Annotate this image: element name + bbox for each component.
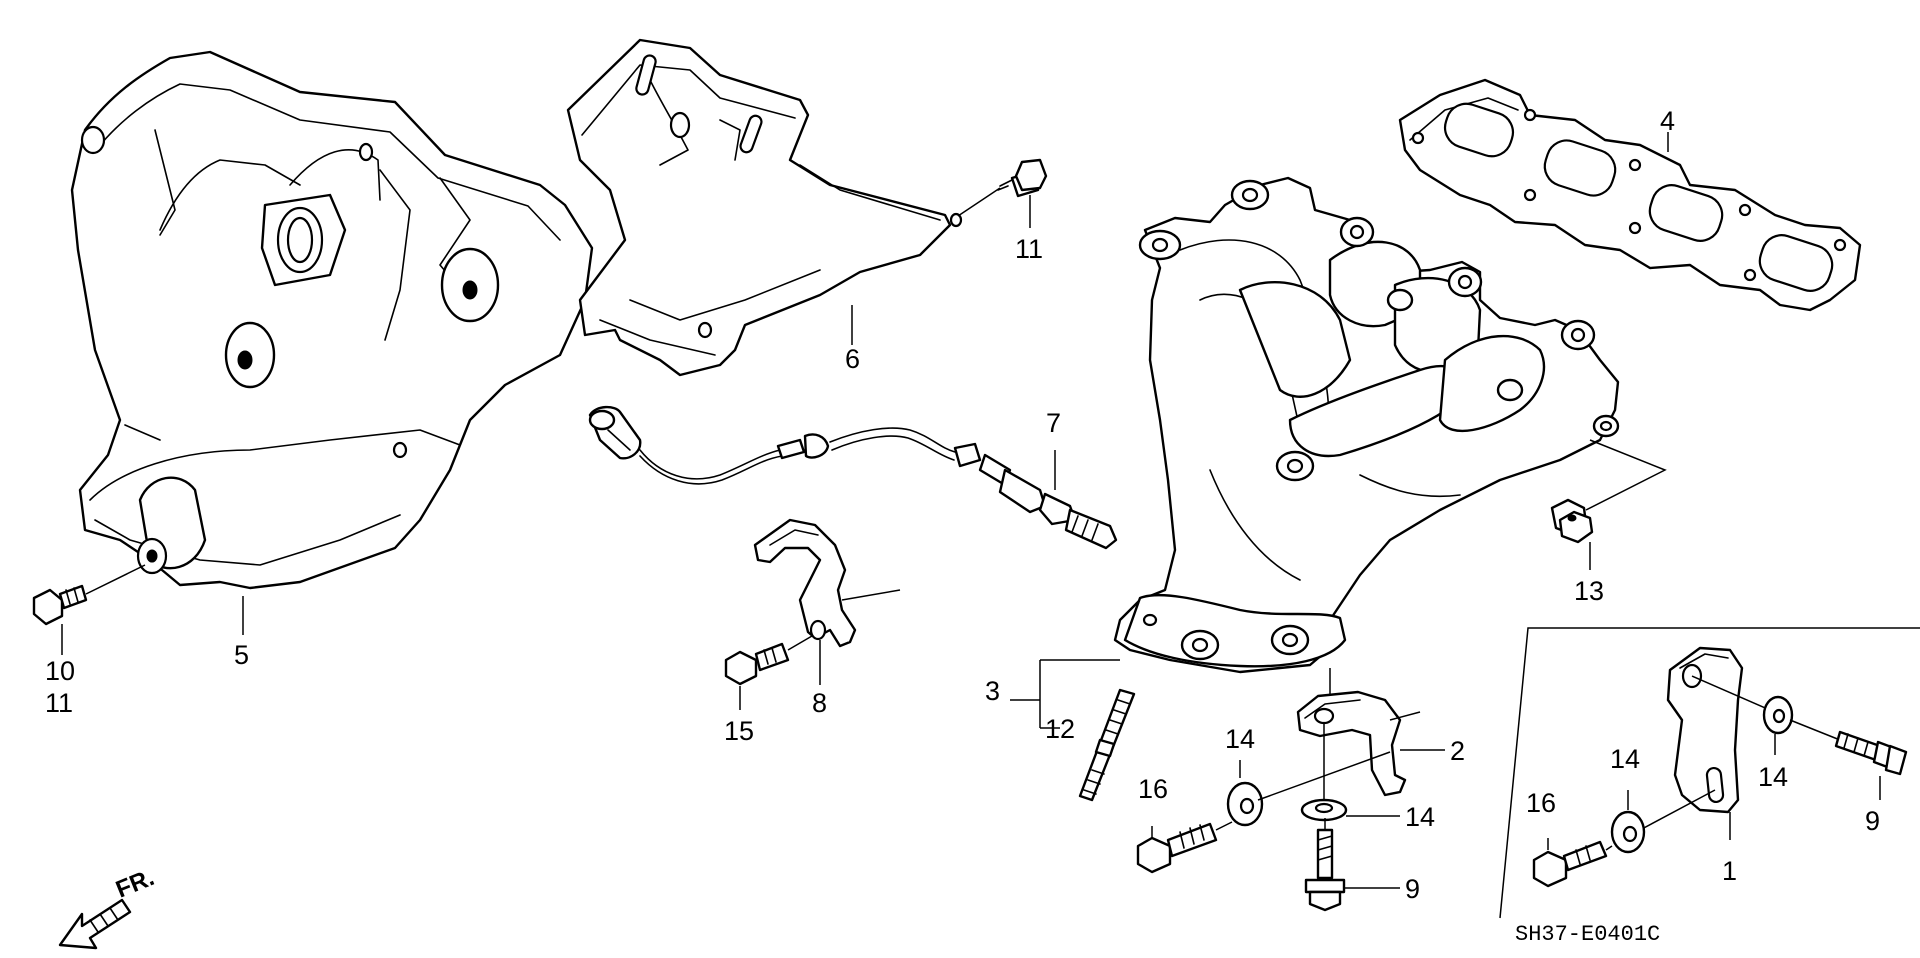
- callout-5: 5: [234, 640, 249, 670]
- washer-14-left: [1226, 751, 1391, 827]
- callout-7: 7: [1046, 408, 1061, 438]
- inset-variant-box: [1499, 627, 1920, 919]
- part-8-sensor-bracket: [753, 518, 901, 648]
- callout-1: 1: [1722, 856, 1737, 886]
- callout-11-upper: 11: [1015, 234, 1043, 264]
- part-5-heat-shield-lower: [70, 50, 594, 590]
- part-1-bracket: [1639, 646, 1771, 840]
- part-4-gasket: [1398, 78, 1862, 312]
- washer-14-inset-left: [1610, 790, 1646, 854]
- part-12-stud: [1078, 688, 1136, 802]
- callout-14-inset-left: 14: [1610, 744, 1640, 774]
- callout-15: 15: [724, 716, 754, 746]
- callout-10: 10: [45, 656, 75, 686]
- callout-16-lower: 16: [1138, 774, 1168, 804]
- bolt-11-upper: [957, 158, 1048, 217]
- part-2-bracket: [1296, 690, 1445, 800]
- callout-13: 13: [1574, 576, 1604, 606]
- part-3-bracket-lines: [1010, 659, 1120, 729]
- direction-label: FR.: [112, 864, 158, 904]
- callout-14-bottom: 14: [1405, 802, 1435, 832]
- part-3-exhaust-manifold: [1113, 176, 1620, 700]
- callout-12: 12: [1045, 714, 1075, 744]
- callout-9-lower: 9: [1405, 874, 1420, 904]
- callout-leaders: [61, 195, 1591, 838]
- bolt-9-inset: [1834, 730, 1908, 800]
- bolt-9-lower: [1304, 818, 1400, 912]
- callout-11-lower: 11: [45, 688, 73, 718]
- bolt-16-lower: [1136, 821, 1233, 874]
- front-direction-arrow: FR.: [58, 864, 158, 950]
- callout-9-inset: 9: [1865, 806, 1880, 836]
- callout-3: 3: [985, 676, 1000, 706]
- bolt-15: [724, 635, 813, 686]
- washer-14-inset-right: [1762, 695, 1841, 755]
- callout-14-left: 14: [1225, 724, 1255, 754]
- callout-4: 4: [1660, 106, 1675, 136]
- callout-14-inset-right: 14: [1758, 762, 1788, 792]
- part-13-nut: [1550, 439, 1667, 544]
- bolt-10-11-lower: [32, 564, 146, 626]
- bolt-16-inset: [1532, 838, 1613, 888]
- callout-2: 2: [1450, 736, 1465, 766]
- callout-16-inset: 16: [1526, 788, 1556, 818]
- callout-labels: 1 2 3 4 5 6 7 8 9 9 10 11 11 12 13 14 14…: [45, 106, 1880, 947]
- part-7-oxygen-sensor: [588, 405, 1118, 550]
- diagram-code: SH37-E0401C: [1515, 922, 1660, 947]
- part-6-heat-shield-upper: [566, 38, 963, 377]
- callout-8: 8: [812, 688, 827, 718]
- washer-14-bottom: [1300, 798, 1400, 822]
- callout-6: 6: [845, 344, 860, 374]
